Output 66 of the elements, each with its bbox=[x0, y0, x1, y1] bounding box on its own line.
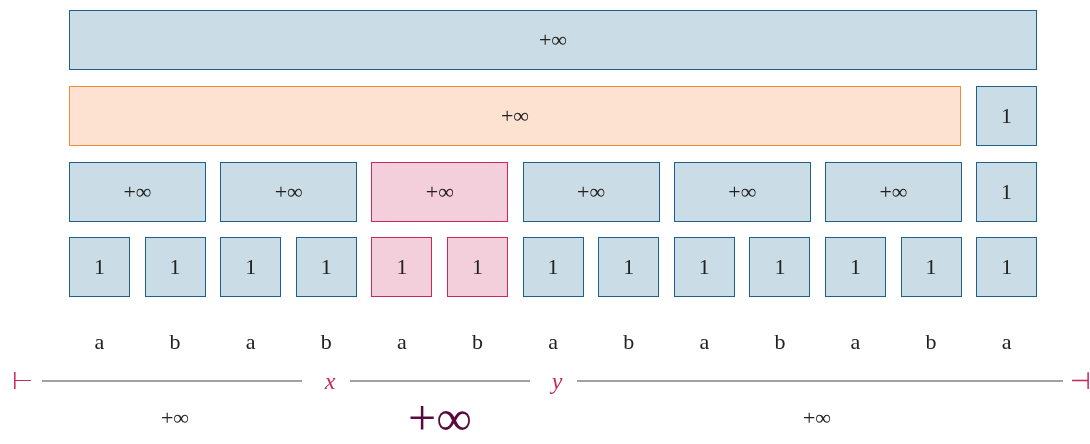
interval-value: +∞ bbox=[802, 405, 832, 431]
box-value: 1 bbox=[698, 254, 710, 280]
box-value: +∞ bbox=[879, 179, 908, 205]
box-value: 1 bbox=[774, 254, 786, 280]
box-value: 1 bbox=[245, 254, 257, 280]
variable-label: x bbox=[324, 367, 336, 395]
column-letter: a bbox=[397, 329, 407, 355]
column-letter: a bbox=[245, 329, 256, 355]
column-letter: a bbox=[1001, 329, 1012, 355]
box-value: +∞ bbox=[425, 179, 454, 205]
interval-value: +∞ bbox=[160, 405, 190, 431]
box-value: 1 bbox=[396, 254, 408, 280]
column-letter: b bbox=[774, 329, 786, 355]
box-value: +∞ bbox=[500, 103, 530, 129]
variable-label: y bbox=[551, 367, 563, 395]
left-bracket-mark: ⊢ bbox=[11, 367, 33, 395]
value-box bbox=[220, 162, 358, 222]
box-value: 1 bbox=[320, 254, 332, 280]
box-value: 1 bbox=[94, 254, 105, 280]
value-box bbox=[69, 86, 961, 146]
value-box bbox=[673, 162, 811, 222]
box-value: +∞ bbox=[728, 179, 757, 205]
right-bracket-mark: ⊣ bbox=[1069, 367, 1090, 395]
value-box bbox=[825, 162, 962, 222]
column-letter: b bbox=[169, 329, 181, 355]
value-box bbox=[522, 162, 660, 222]
box-value: +∞ bbox=[123, 179, 152, 205]
box-value: 1 bbox=[623, 254, 635, 280]
value-box bbox=[371, 237, 433, 297]
value-box bbox=[900, 237, 962, 297]
box-value: 1 bbox=[1001, 254, 1013, 280]
box-value: 1 bbox=[547, 254, 559, 280]
column-letter: b bbox=[925, 329, 937, 355]
box-value: +∞ bbox=[274, 179, 303, 205]
value-box bbox=[673, 237, 735, 297]
value-box bbox=[144, 237, 206, 297]
value-box bbox=[295, 237, 357, 297]
box-value: 1 bbox=[169, 254, 181, 280]
box-value: +∞ bbox=[577, 179, 606, 205]
interval-value: +∞ bbox=[408, 389, 472, 444]
value-box bbox=[69, 10, 1037, 70]
column-letter: a bbox=[850, 329, 861, 355]
value-box bbox=[598, 237, 660, 297]
value-box bbox=[825, 237, 886, 297]
column-letter: b bbox=[472, 329, 483, 355]
column-letter: a bbox=[94, 329, 105, 355]
column-letter: a bbox=[548, 329, 558, 355]
column-letter: a bbox=[699, 329, 710, 355]
box-value: 1 bbox=[925, 254, 937, 280]
value-box bbox=[69, 162, 206, 222]
value-box bbox=[976, 237, 1038, 297]
value-box bbox=[220, 237, 282, 297]
box-value: +∞ bbox=[538, 27, 568, 53]
value-box bbox=[69, 237, 130, 297]
value-box bbox=[976, 86, 1037, 146]
box-value: 1 bbox=[472, 254, 483, 280]
value-box bbox=[447, 237, 508, 297]
column-letter: b bbox=[623, 329, 635, 355]
value-box bbox=[749, 237, 811, 297]
box-value: 1 bbox=[850, 254, 861, 280]
column-letter: b bbox=[320, 329, 332, 355]
box-value: 1 bbox=[1001, 179, 1012, 205]
value-box bbox=[522, 237, 584, 297]
box-value: 1 bbox=[1001, 103, 1012, 129]
value-box bbox=[371, 162, 509, 222]
value-box bbox=[976, 162, 1037, 222]
